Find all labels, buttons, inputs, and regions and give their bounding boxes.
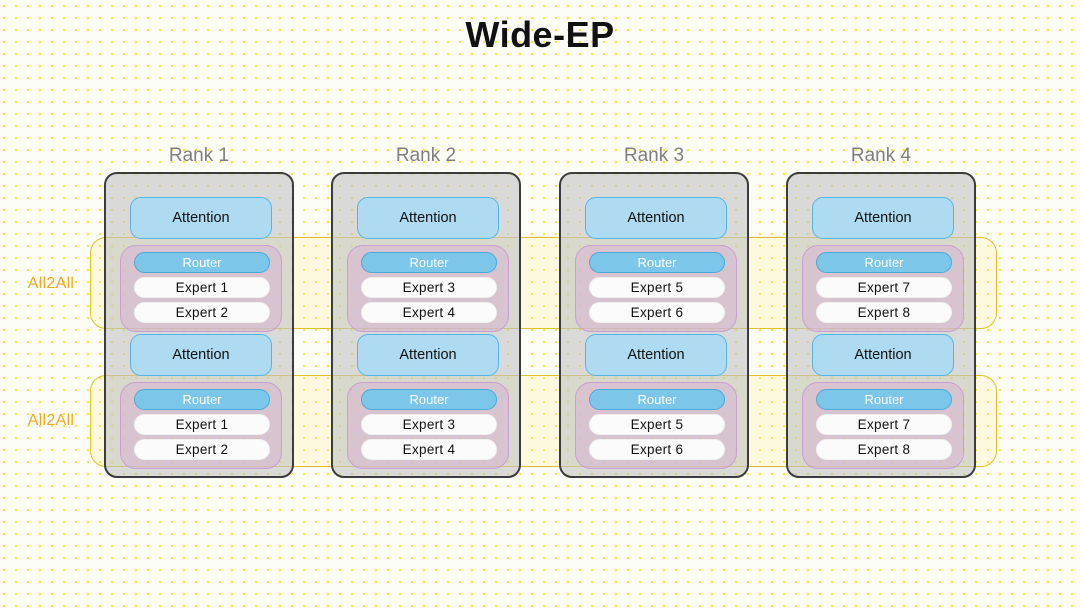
expert-r2-l1-1[interactable]: Expert 4 [361,302,497,323]
page-title: Wide-EP [465,14,615,55]
expert-r3-l2-0[interactable]: Expert 5 [589,414,725,435]
router-r1-l2[interactable]: Router [134,389,270,410]
expert-r1-l1-0[interactable]: Expert 1 [134,277,270,298]
router-r3-l1[interactable]: Router [589,252,725,273]
rank-body-3: Attention Router Expert 5 Expert 6 Atten… [559,172,749,478]
moe-block-r4-l1: Router Expert 7 Expert 8 [802,245,964,332]
router-r4-l1[interactable]: Router [816,252,952,273]
router-r2-l2[interactable]: Router [361,389,497,410]
rank-column-2[interactable]: Rank 2 Attention Router Expert 3 Expert … [331,145,521,478]
expert-r2-l2-0[interactable]: Expert 3 [361,414,497,435]
attention-block-r3-l1[interactable]: Attention [585,197,727,239]
expert-r2-l2-1[interactable]: Expert 4 [361,439,497,460]
all2all-label-2: All2All [27,412,75,429]
attention-block-r1-l2[interactable]: Attention [130,334,272,376]
rank-column-3[interactable]: Rank 3 Attention Router Expert 5 Expert … [559,145,749,478]
expert-r4-l2-1[interactable]: Expert 8 [816,439,952,460]
router-r1-l1[interactable]: Router [134,252,270,273]
all2all-label-1: All2All [27,275,75,292]
rank-body-2: Attention Router Expert 3 Expert 4 Atten… [331,172,521,478]
rank-column-4[interactable]: Rank 4 Attention Router Expert 7 Expert … [786,145,976,478]
moe-block-r4-l2: Router Expert 7 Expert 8 [802,382,964,469]
rank-title-4: Rank 4 [850,145,912,166]
rank-body-1: Attention Router Expert 1 Expert 2 Atten… [104,172,294,478]
router-r4-l2[interactable]: Router [816,389,952,410]
expert-r1-l1-1[interactable]: Expert 2 [134,302,270,323]
rank-title-2: Rank 2 [395,145,457,166]
expert-r4-l2-0[interactable]: Expert 7 [816,414,952,435]
attention-block-r1-l1[interactable]: Attention [130,197,272,239]
attention-block-r4-l1[interactable]: Attention [812,197,954,239]
expert-r3-l2-1[interactable]: Expert 6 [589,439,725,460]
moe-block-r3-l2: Router Expert 5 Expert 6 [575,382,737,469]
rank-title-1: Rank 1 [168,145,230,166]
moe-block-r2-l1: Router Expert 3 Expert 4 [347,245,509,332]
moe-block-r1-l2: Router Expert 1 Expert 2 [120,382,282,469]
rank-column-1[interactable]: Rank 1 Attention Router Expert 1 Expert … [104,145,294,478]
rank-title-3: Rank 3 [623,145,685,166]
attention-block-r2-l1[interactable]: Attention [357,197,499,239]
moe-block-r2-l2: Router Expert 3 Expert 4 [347,382,509,469]
expert-r3-l1-0[interactable]: Expert 5 [589,277,725,298]
attention-block-r3-l2[interactable]: Attention [585,334,727,376]
moe-block-r1-l1: Router Expert 1 Expert 2 [120,245,282,332]
rank-body-4: Attention Router Expert 7 Expert 8 Atten… [786,172,976,478]
expert-r4-l1-0[interactable]: Expert 7 [816,277,952,298]
expert-r2-l1-0[interactable]: Expert 3 [361,277,497,298]
expert-r4-l1-1[interactable]: Expert 8 [816,302,952,323]
router-r3-l2[interactable]: Router [589,389,725,410]
moe-block-r3-l1: Router Expert 5 Expert 6 [575,245,737,332]
attention-block-r2-l2[interactable]: Attention [357,334,499,376]
expert-r1-l2-0[interactable]: Expert 1 [134,414,270,435]
attention-block-r4-l2[interactable]: Attention [812,334,954,376]
expert-r1-l2-1[interactable]: Expert 2 [134,439,270,460]
expert-r3-l1-1[interactable]: Expert 6 [589,302,725,323]
router-r2-l1[interactable]: Router [361,252,497,273]
